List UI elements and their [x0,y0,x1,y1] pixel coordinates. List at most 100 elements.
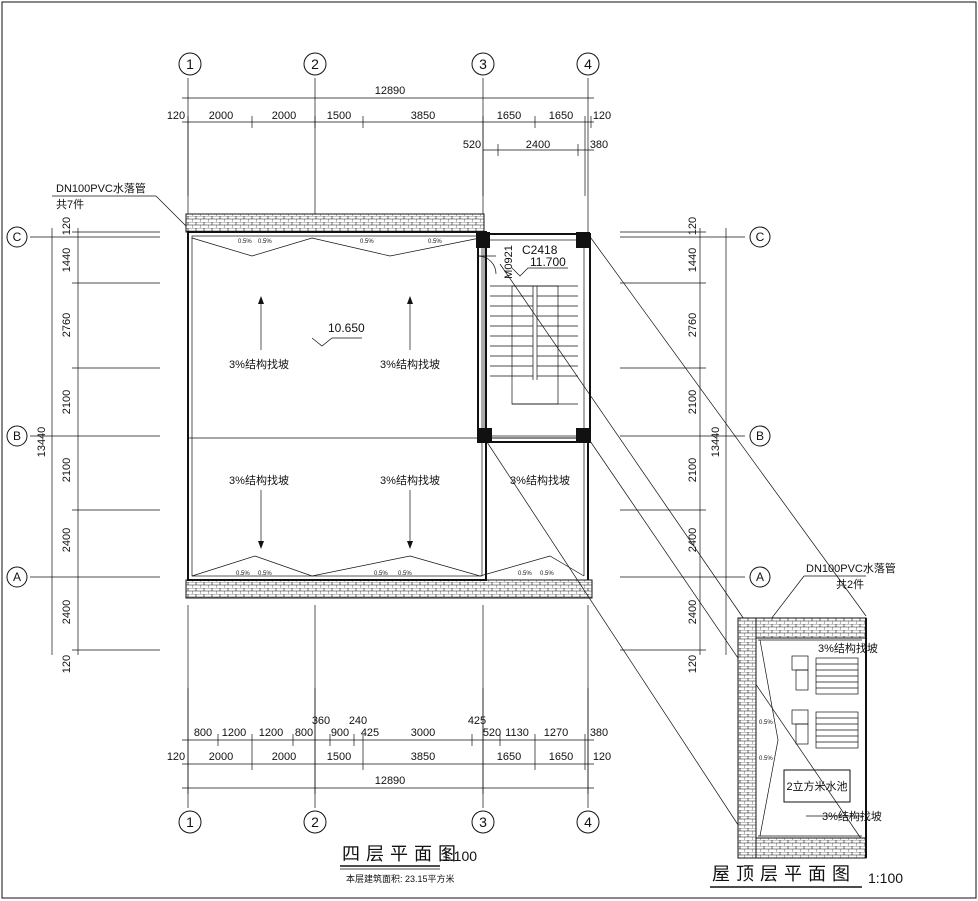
dim-sub-2: 380 [590,139,608,151]
axis-bubbles-top: 1 2 3 4 [178,52,600,76]
axis-col-4: 4 [584,56,592,72]
axis-col-1-bottom: 1 [186,814,194,830]
gutter-slope-4: 0.5% [428,239,442,245]
dim-detail-4: 360 [312,715,330,727]
dim-detail-3: 800 [295,727,313,739]
axis-row-a: A [13,570,21,584]
pipe-callout-main: DN100PVC水落管 共7件 [52,181,191,231]
dim-top-7: 120 [593,110,611,122]
roof-slope-1: 3%结构找坡 [818,641,878,655]
axis-col-3: 3 [479,56,487,72]
dim-top-total: 12890 [375,85,406,97]
dim-right-3: 2100 [687,390,699,414]
gutter-slope-9: 0.5% [518,571,532,577]
dim-right-5: 2400 [687,528,699,552]
plan4-title: 四层平面图 [342,844,462,865]
elevation-floor: 10.650 [328,321,365,335]
dim-detail-13: 380 [590,727,608,739]
axis-bubbles-bottom: 1 2 3 4 [178,810,600,834]
dim-bot-1: 2000 [209,751,233,763]
dim-side-5: 2400 [61,528,73,552]
dim-side-0: 120 [61,217,73,235]
left-dimensions: 13440 120 1440 2760 2100 2100 2400 2400 … [36,217,160,673]
axis-col-1: 1 [186,56,194,72]
dim-sub-1: 2400 [526,139,550,151]
top-dimensions: 12890 120 2000 2000 1500 3850 1650 1650 … [167,85,611,196]
pipe-main-label: DN100PVC水落管 [56,181,146,195]
dim-detail-8: 3000 [411,727,435,739]
gutter-slope-2: 0.5% [258,239,272,245]
dim-right-1: 1440 [687,248,699,272]
pipe-main-count: 共7件 [56,198,84,211]
dim-top-4: 3850 [411,110,435,122]
roof-plan: DN100PVC水落管 共2件 0.5% 0.5% 3%结构找坡 3%结构找坡 [710,561,903,888]
dim-bot-6: 1650 [549,751,573,763]
dim-side-6: 2400 [61,600,73,624]
dim-right-7: 120 [687,655,699,673]
dim-bot-2: 2000 [272,751,296,763]
plan4-area: 本层建筑面积: 23.15平方米 [346,873,455,884]
gutter-slope-8: 0.5% [398,571,412,577]
dim-top-5: 1650 [497,110,521,122]
dim-top-0: 120 [167,110,185,122]
stair-treads [490,285,578,405]
dim-detail-2: 1200 [259,727,283,739]
dim-top-2: 2000 [272,110,296,122]
bottom-dimensions: 800 1200 1200 800 360 900 240 425 3000 4… [167,688,611,794]
plan4-title-block: 四层平面图 1:100 本层建筑面积: 23.15平方米 [340,844,477,884]
slope-label-2: 3%结构找坡 [380,357,440,371]
dim-bot-3: 1500 [327,751,351,763]
plan4-scale: 1:100 [442,848,477,864]
axis-row-b-right: B [756,429,764,443]
dim-detail-7: 425 [361,727,379,739]
door-label: M0921 [503,245,515,279]
dim-right-0: 120 [687,217,699,235]
dim-bot-7: 120 [593,751,611,763]
dim-top-3: 1500 [327,110,351,122]
roof-scale: 1:100 [868,870,903,886]
dim-detail-1: 1200 [222,727,246,739]
dim-detail-9: 425 [468,715,486,727]
dim-detail-10: 520 [483,727,501,739]
dim-detail-5: 900 [331,727,349,739]
dim-sub-0: 520 [463,139,481,151]
dim-detail-6: 240 [349,715,367,727]
water-tank-label: 2立方米水池 [786,779,847,793]
roof-title: 屋顶层平面图 [712,864,856,885]
dim-detail-0: 800 [194,727,212,739]
slope-label-4: 3%结构找坡 [380,473,440,487]
dim-right-2: 2760 [687,313,699,337]
gutter-slope-6: 0.5% [258,571,272,577]
pipe-roof-count: 共2件 [836,578,864,591]
slope-label-5: 3%结构找坡 [510,473,570,487]
dim-side-3: 2100 [61,390,73,414]
gutter-slope-5: 0.5% [236,571,250,577]
dim-bot-total: 12890 [375,775,406,787]
roof-gutter-1: 0.5% [759,720,773,726]
right-dimensions: 13440 120 1440 2760 2100 2100 2400 2400 … [620,217,727,673]
parapet-bottom [185,579,593,599]
dim-top-1: 2000 [209,110,233,122]
dim-bot-4: 3850 [411,751,435,763]
axis-row-b: B [13,429,21,443]
dim-detail-11: 1130 [505,727,529,739]
pipe-roof-label: DN100PVC水落管 [806,561,896,575]
dim-right-4: 2100 [687,458,699,482]
dim-bot-5: 1650 [497,751,521,763]
gutter-slope-10: 0.5% [540,571,554,577]
dim-side-7: 120 [61,655,73,673]
axis-row-c: C [13,230,22,244]
dim-side-1: 1440 [61,248,73,272]
gutter-slope-7: 0.5% [374,571,388,577]
axis-col-4-bottom: 4 [584,814,592,830]
gutter-slope-1: 0.5% [238,239,252,245]
axis-bubbles-left: C B A [6,226,28,588]
axis-col-3-bottom: 3 [479,814,487,830]
dim-side-total: 13440 [36,427,48,458]
slope-label-1: 3%结构找坡 [229,357,289,371]
axis-row-c-right: C [756,230,765,244]
dim-top-6: 1650 [549,110,573,122]
dim-right-6: 2400 [687,600,699,624]
